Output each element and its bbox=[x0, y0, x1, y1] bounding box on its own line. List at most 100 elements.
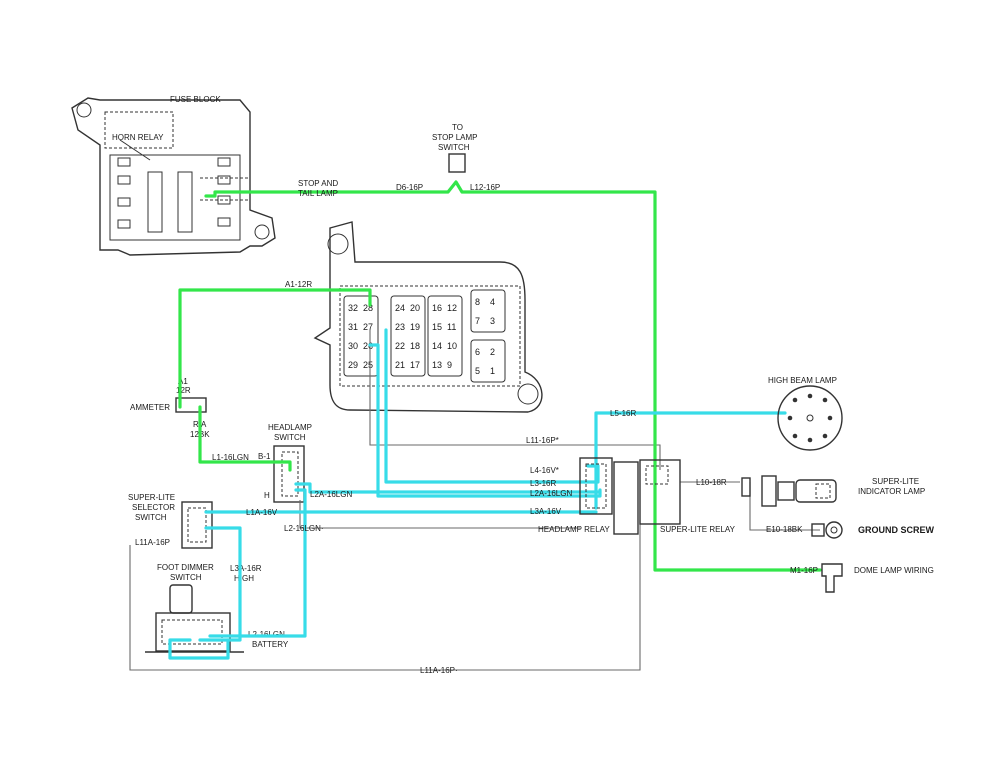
a1-top-label: A1-12R bbox=[285, 280, 312, 289]
connector-pin-29: 29 bbox=[348, 360, 358, 370]
l11a-bottom-label: L11A-16P· bbox=[420, 666, 458, 675]
plain-wires bbox=[129, 330, 820, 671]
connector-pin-16: 16 bbox=[432, 303, 442, 313]
dome-lamp-label: DOME LAMP WIRING bbox=[854, 566, 934, 575]
pin-block bbox=[470, 339, 506, 383]
l3-wire-label: L3-16R bbox=[530, 479, 556, 488]
l2-wire-label: L2-16LGN· bbox=[284, 524, 324, 533]
super-lite-relay bbox=[639, 459, 681, 525]
horn-relay-label: HORN RELAY bbox=[112, 133, 164, 142]
connector-pin-8: 8 bbox=[475, 297, 480, 307]
l4-wire-label: L4-16V* bbox=[530, 466, 559, 475]
l11a-left-label: L11A-16P bbox=[135, 538, 170, 547]
stop-lamp-connector bbox=[448, 153, 466, 173]
e10-wire-label: E10-18BK bbox=[766, 525, 803, 534]
ammeter-wire-a1: A1 bbox=[178, 377, 188, 386]
stop-lamp-switch-label-2: STOP LAMP bbox=[432, 133, 478, 142]
high-beam-lamp bbox=[777, 385, 843, 451]
connector-pin-19: 19 bbox=[410, 322, 420, 332]
headlamp-switch bbox=[273, 445, 305, 503]
bulkhead-connector bbox=[313, 221, 543, 413]
connector-pin-32: 32 bbox=[348, 303, 358, 313]
connector-pin-10: 10 bbox=[447, 341, 457, 351]
connector-pin-17: 17 bbox=[410, 360, 420, 370]
headlamp-relay-label: HEADLAMP RELAY bbox=[538, 525, 610, 534]
ground-screw bbox=[811, 521, 843, 539]
ammeter-wire-12r: 12R bbox=[176, 386, 191, 395]
connector-pin-13: 13 bbox=[432, 360, 442, 370]
cyan-circuit bbox=[168, 328, 787, 660]
pin-block bbox=[470, 289, 506, 333]
connector-pin-21: 21 bbox=[395, 360, 405, 370]
connector-pin-5: 5 bbox=[475, 366, 480, 376]
connector-pin-2: 2 bbox=[490, 347, 495, 357]
headlamp-switch-label-1: HEADLAMP bbox=[268, 423, 312, 432]
pin-block bbox=[343, 295, 379, 377]
foot-dimmer-label-2: SWITCH bbox=[170, 573, 202, 582]
super-lite-selector-switch bbox=[181, 501, 213, 549]
foot-dimmer-label-1: FOOT DIMMER bbox=[157, 563, 214, 572]
indicator-label-2: INDICATOR LAMP bbox=[858, 487, 925, 496]
l2a-right-label: L2A-16LGN bbox=[530, 489, 572, 498]
connector-pin-27: 27 bbox=[363, 322, 373, 332]
connector-pin-14: 14 bbox=[432, 341, 442, 351]
l3a-high-label-1: L3A-16R bbox=[230, 564, 262, 573]
connector-pin-7: 7 bbox=[475, 316, 480, 326]
battery-label-2: BATTERY bbox=[252, 640, 289, 649]
connector-pin-22: 22 bbox=[395, 341, 405, 351]
fuse-block-label: FUSE BLOCK bbox=[170, 95, 221, 104]
connector-pin-12: 12 bbox=[447, 303, 457, 313]
l3a-high-label-2: HIGH bbox=[234, 574, 254, 583]
connector-pin-11: 11 bbox=[447, 322, 456, 332]
connector-pin-9: 9 bbox=[447, 360, 452, 370]
l2a-left-label: L2A-16LGN bbox=[310, 490, 352, 499]
connector-pin-4: 4 bbox=[490, 297, 495, 307]
l11-wire-label: L11-16P* bbox=[526, 436, 559, 445]
super-lite-indicator-lamp bbox=[761, 475, 837, 507]
green-circuit bbox=[178, 180, 822, 572]
fuse-block bbox=[71, 97, 276, 256]
l10-wire-label: L10-18R bbox=[696, 478, 727, 487]
connector-pin-18: 18 bbox=[410, 341, 420, 351]
stop-tail-label-1: STOP AND bbox=[298, 179, 338, 188]
headlamp-switch-label-2: SWITCH bbox=[274, 433, 306, 442]
connector-pin-6: 6 bbox=[475, 347, 480, 357]
connector-pin-1: 1 bbox=[490, 366, 495, 376]
connector-pin-15: 15 bbox=[432, 322, 442, 332]
super-lite-relay-label: SUPER-LITE RELAY bbox=[660, 525, 736, 534]
b1-terminal: B-1 bbox=[258, 452, 271, 461]
ammeter-label: AMMETER bbox=[130, 403, 170, 412]
m1-wire-label: M1-16P bbox=[790, 566, 818, 575]
connector-pin-26: 26 bbox=[363, 341, 373, 351]
connector-pin-20: 20 bbox=[410, 303, 420, 313]
selector-label-3: SWITCH bbox=[135, 513, 167, 522]
connector-pin-31: 31 bbox=[348, 322, 358, 332]
connector-pin-28: 28 bbox=[363, 303, 373, 313]
connector-pin-25: 25 bbox=[363, 360, 373, 370]
l3a-wire-label: L3A-16V bbox=[530, 507, 562, 516]
connector-pin-23: 23 bbox=[395, 322, 405, 332]
stop-tail-label-2: TAIL LAMP bbox=[298, 189, 338, 198]
l1-wire-label: L1-16LGN bbox=[212, 453, 249, 462]
ground-screw-label: GROUND SCREW bbox=[858, 525, 935, 535]
l5-wire-label: L5-16R bbox=[610, 409, 636, 418]
d6-wire-label: D6-16P bbox=[396, 183, 423, 192]
connector-pin-24: 24 bbox=[395, 303, 405, 313]
pin-block bbox=[390, 295, 426, 377]
l1a-wire-label: L1A-16V bbox=[246, 508, 278, 517]
high-beam-label: HIGH BEAM LAMP bbox=[768, 376, 837, 385]
l12-wire-label: L12-16P bbox=[470, 183, 500, 192]
headlamp-relay bbox=[579, 457, 639, 535]
h-terminal: H bbox=[264, 491, 270, 500]
selector-label-1: SUPER-LITE bbox=[128, 493, 175, 502]
selector-label-2: SELECTOR bbox=[132, 503, 175, 512]
pin-block bbox=[427, 295, 463, 377]
stop-lamp-switch-label-1: TO bbox=[452, 123, 463, 132]
ammeter bbox=[175, 397, 207, 413]
l10-terminal bbox=[741, 477, 751, 497]
dome-lamp-connector bbox=[821, 563, 843, 593]
connector-pin-3: 3 bbox=[490, 316, 495, 326]
indicator-label-1: SUPER-LITE bbox=[872, 477, 919, 486]
